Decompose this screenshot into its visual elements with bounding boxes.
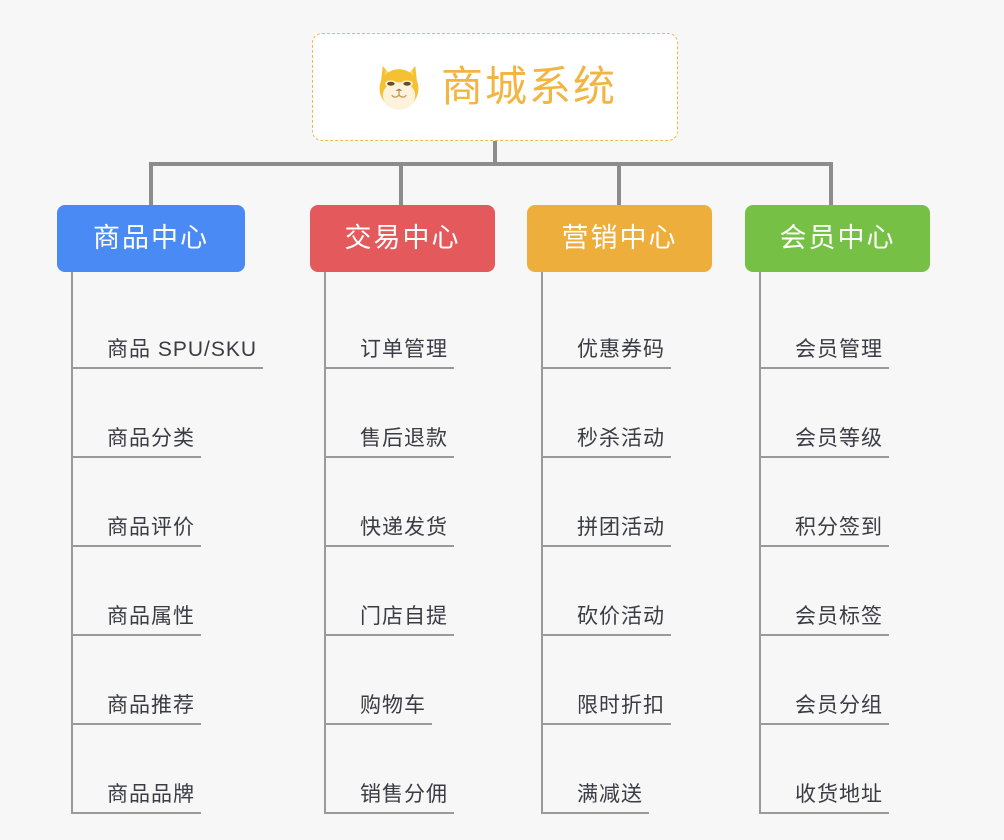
leaf-underline bbox=[73, 367, 263, 369]
leaf-underline bbox=[761, 456, 889, 458]
leaf-underline bbox=[326, 545, 454, 547]
leaf-list-member-center: 会员管理 会员等级 积分签到 会员标签 会员分组 收货地址 bbox=[759, 272, 945, 814]
list-item[interactable]: 销售分佣 bbox=[326, 725, 510, 814]
list-item-label: 收货地址 bbox=[795, 783, 883, 806]
list-item[interactable]: 满减送 bbox=[543, 725, 727, 814]
list-item[interactable]: 会员管理 bbox=[761, 280, 945, 369]
leaf-underline bbox=[761, 812, 889, 814]
list-item-label: 限时折扣 bbox=[577, 694, 665, 717]
list-item-label: 门店自提 bbox=[360, 605, 448, 628]
list-item-label: 商品推荐 bbox=[107, 694, 195, 717]
leaf-underline bbox=[326, 456, 454, 458]
leaf-underline bbox=[543, 723, 671, 725]
list-item-label: 砍价活动 bbox=[577, 605, 665, 628]
list-item-label: 商品品牌 bbox=[107, 783, 195, 806]
list-item[interactable]: 商品推荐 bbox=[73, 636, 257, 725]
list-item[interactable]: 商品属性 bbox=[73, 547, 257, 636]
leaf-list-product-center: 商品 SPU/SKU 商品分类 商品评价 商品属性 商品推荐 商品品牌 bbox=[71, 272, 263, 814]
shiba-dog-face-icon bbox=[379, 65, 419, 110]
list-item[interactable]: 商品评价 bbox=[73, 458, 257, 547]
leaf-list-marketing-center: 优惠券码 秒杀活动 拼团活动 砍价活动 限时折扣 满减送 bbox=[541, 272, 727, 814]
leaf-list-trade-center: 订单管理 售后退款 快递发货 门店自提 购物车 销售分佣 bbox=[324, 272, 510, 814]
list-item-label: 优惠券码 bbox=[577, 338, 665, 361]
list-item-label: 会员标签 bbox=[795, 605, 883, 628]
list-item[interactable]: 购物车 bbox=[326, 636, 510, 725]
column-header-label: 会员中心 bbox=[779, 223, 896, 253]
list-item-label: 售后退款 bbox=[360, 427, 448, 450]
leaf-underline bbox=[73, 456, 201, 458]
column-header-label: 营销中心 bbox=[561, 223, 678, 253]
list-item-label: 会员管理 bbox=[795, 338, 883, 361]
leaf-underline bbox=[761, 723, 889, 725]
leaf-underline bbox=[73, 812, 201, 814]
list-item-label: 销售分佣 bbox=[360, 783, 448, 806]
root-title: 商城系统 bbox=[440, 63, 617, 110]
list-item-label: 会员等级 bbox=[795, 427, 883, 450]
list-item-label: 秒杀活动 bbox=[577, 427, 665, 450]
list-item-label: 会员分组 bbox=[795, 694, 883, 717]
list-item[interactable]: 售后退款 bbox=[326, 369, 510, 458]
leaf-underline bbox=[543, 367, 671, 369]
leaf-underline bbox=[761, 367, 889, 369]
list-item-label: 商品分类 bbox=[107, 427, 195, 450]
list-item[interactable]: 订单管理 bbox=[326, 280, 510, 369]
list-item[interactable]: 拼团活动 bbox=[543, 458, 727, 547]
list-item-label: 商品 SPU/SKU bbox=[107, 338, 258, 361]
leaf-underline bbox=[761, 545, 889, 547]
connector-drop-3 bbox=[617, 162, 621, 209]
leaf-underline bbox=[543, 634, 671, 636]
list-item[interactable]: 优惠券码 bbox=[543, 280, 727, 369]
leaf-underline bbox=[326, 367, 454, 369]
connector-drop-4 bbox=[829, 162, 833, 209]
list-item[interactable]: 门店自提 bbox=[326, 547, 510, 636]
list-item[interactable]: 积分签到 bbox=[761, 458, 945, 547]
list-item[interactable]: 商品品牌 bbox=[73, 725, 257, 814]
column-header-product-center[interactable]: 商品中心 bbox=[57, 205, 245, 272]
leaf-underline bbox=[326, 634, 454, 636]
column-marketing-center: 营销中心 优惠券码 秒杀活动 拼团活动 砍价活动 限时折扣 bbox=[527, 205, 727, 814]
column-header-member-center[interactable]: 会员中心 bbox=[745, 205, 930, 272]
connector-drop-1 bbox=[149, 162, 153, 209]
list-item-label: 商品属性 bbox=[107, 605, 195, 628]
column-trade-center: 交易中心 订单管理 售后退款 快递发货 门店自提 购物车 bbox=[310, 205, 510, 814]
column-header-trade-center[interactable]: 交易中心 bbox=[310, 205, 495, 272]
list-item[interactable]: 收货地址 bbox=[761, 725, 945, 814]
list-item[interactable]: 限时折扣 bbox=[543, 636, 727, 725]
leaf-underline bbox=[761, 634, 889, 636]
list-item[interactable]: 快递发货 bbox=[326, 458, 510, 547]
list-item-label: 满减送 bbox=[577, 783, 643, 806]
leaf-underline bbox=[543, 545, 671, 547]
list-item[interactable]: 商品 SPU/SKU bbox=[73, 280, 263, 369]
column-member-center: 会员中心 会员管理 会员等级 积分签到 会员标签 会员分组 bbox=[745, 205, 945, 814]
list-item-label: 订单管理 bbox=[360, 338, 448, 361]
leaf-underline bbox=[326, 723, 432, 725]
column-header-label: 商品中心 bbox=[93, 223, 209, 253]
leaf-underline bbox=[326, 812, 454, 814]
column-header-marketing-center[interactable]: 营销中心 bbox=[527, 205, 712, 272]
list-item-label: 商品评价 bbox=[107, 516, 195, 539]
leaf-underline bbox=[73, 723, 201, 725]
list-item-label: 拼团活动 bbox=[577, 516, 665, 539]
list-item[interactable]: 砍价活动 bbox=[543, 547, 727, 636]
root-node[interactable]: 商城系统 bbox=[312, 33, 678, 141]
leaf-underline bbox=[73, 634, 201, 636]
connector-horizontal-bus bbox=[149, 162, 833, 166]
list-item-label: 购物车 bbox=[360, 694, 426, 717]
connector-root-stem bbox=[493, 141, 497, 164]
list-item-label: 积分签到 bbox=[795, 516, 883, 539]
leaf-underline bbox=[543, 456, 671, 458]
list-item[interactable]: 会员标签 bbox=[761, 547, 945, 636]
column-product-center: 商品中心 商品 SPU/SKU 商品分类 商品评价 商品属性 商品推荐 bbox=[57, 205, 263, 814]
connector-drop-2 bbox=[399, 162, 403, 209]
list-item[interactable]: 会员等级 bbox=[761, 369, 945, 458]
list-item[interactable]: 秒杀活动 bbox=[543, 369, 727, 458]
column-header-label: 交易中心 bbox=[344, 223, 461, 253]
list-item[interactable]: 商品分类 bbox=[73, 369, 257, 458]
leaf-underline bbox=[73, 545, 201, 547]
leaf-underline bbox=[543, 812, 649, 814]
list-item[interactable]: 会员分组 bbox=[761, 636, 945, 725]
list-item-label: 快递发货 bbox=[360, 516, 448, 539]
